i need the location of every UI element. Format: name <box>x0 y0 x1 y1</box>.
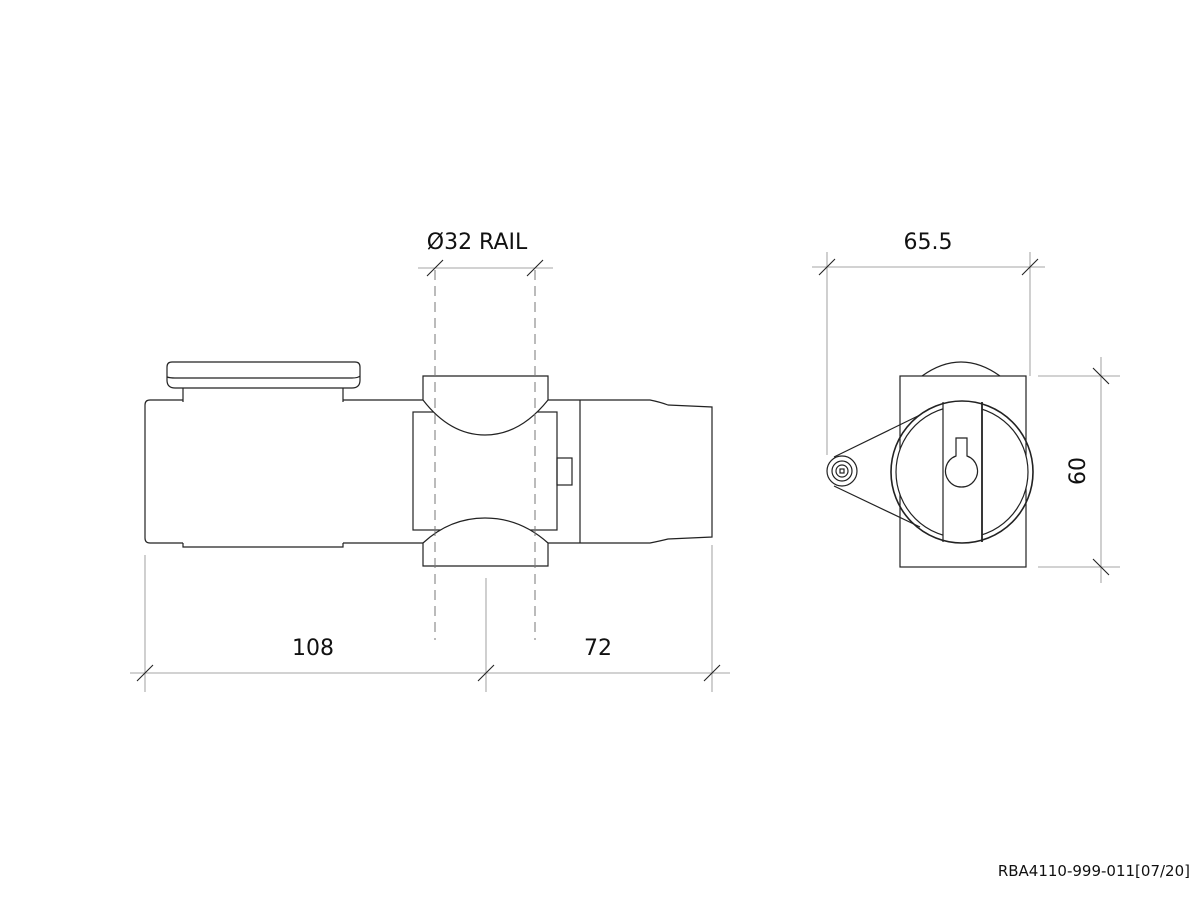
dim-tick <box>1021 258 1039 276</box>
lug-mid <box>831 460 853 482</box>
lug-arm <box>833 414 921 528</box>
side-view <box>144 270 713 640</box>
dim-tick <box>1092 558 1110 576</box>
top-plate <box>166 361 361 389</box>
top-bump <box>921 361 1001 377</box>
dim-tick <box>703 664 721 682</box>
dim-108: 108 <box>292 636 334 661</box>
body <box>144 399 423 544</box>
plate-neck <box>182 388 344 402</box>
lug-outer <box>826 455 858 487</box>
knob-outer <box>890 400 1034 544</box>
dim-tick <box>426 259 444 277</box>
dim-65-5: 65.5 <box>904 230 953 255</box>
bottom-strip <box>182 543 344 548</box>
dim-tick <box>526 259 544 277</box>
keyhole-icon <box>944 437 979 488</box>
dim-72: 72 <box>584 636 612 661</box>
drawing-reference: RBA4110-999-011[07/20] <box>998 862 1190 880</box>
lug-inner <box>835 464 849 478</box>
rail-label: Ø32 RAIL <box>427 230 528 255</box>
dim-tick <box>818 258 836 276</box>
clamp-bottom <box>422 517 549 567</box>
collar <box>548 399 581 544</box>
dim-tick <box>477 664 495 682</box>
clamp-top <box>422 375 549 436</box>
dim-60: 60 <box>1066 457 1091 485</box>
tube <box>580 399 713 544</box>
slot-mask <box>943 398 982 546</box>
lug-pin <box>839 468 845 474</box>
end-view <box>826 361 1034 568</box>
end-view-dimensions: 65.5 60 <box>812 230 1120 583</box>
side-view-dimensions: Ø32 RAIL 108 72 <box>130 230 730 692</box>
dim-tick <box>136 664 154 682</box>
dim-tick <box>1092 367 1110 385</box>
tab <box>556 457 573 486</box>
